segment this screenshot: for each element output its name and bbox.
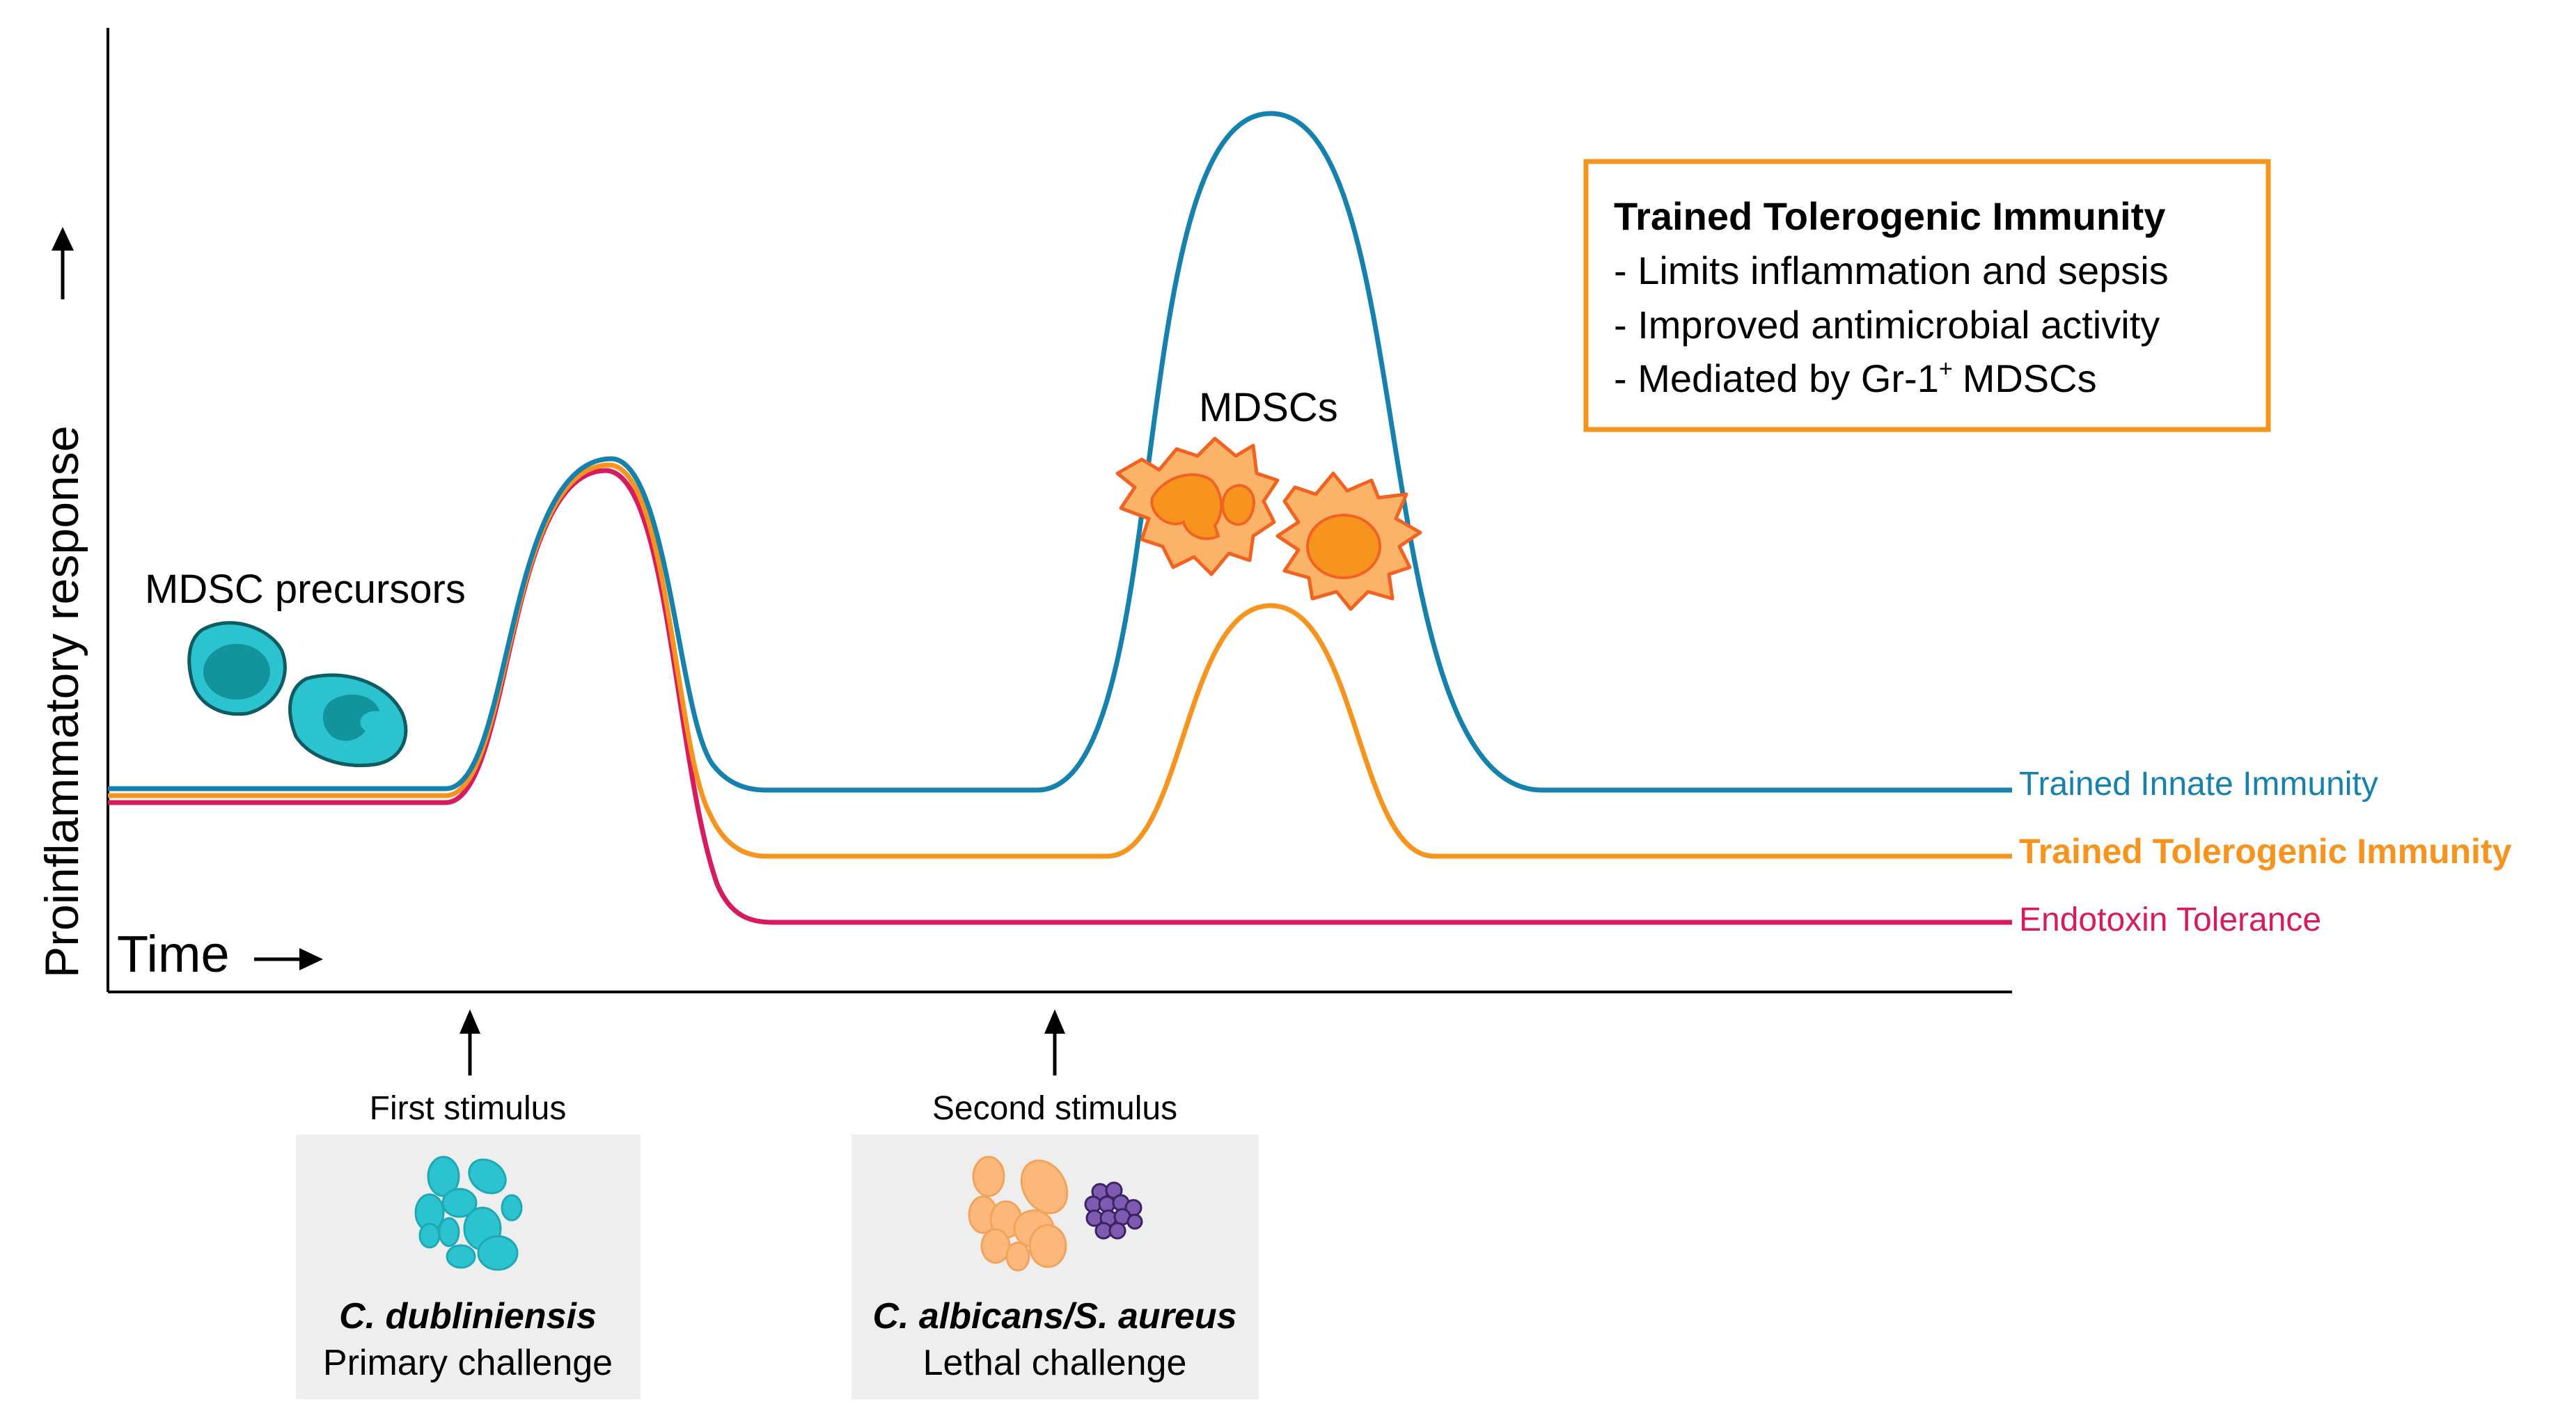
first-stimulus-label: First stimulus bbox=[370, 1090, 567, 1127]
y-axis-label: Proinflammatory response bbox=[36, 425, 88, 978]
curve-trained-tolerogenic-immunity bbox=[108, 462, 2012, 859]
x-axis-label: Time bbox=[117, 925, 230, 983]
second-stimulus-challenge: Lethal challenge bbox=[923, 1343, 1187, 1383]
candida-albicans-icon bbox=[968, 1156, 1069, 1272]
mdsc-precursors-label: MDSC precursors bbox=[145, 567, 466, 612]
y-axis-arrow-icon bbox=[52, 227, 74, 299]
curve-label-trained-tolerogenic: Trained Tolerogenic Immunity bbox=[2019, 832, 2512, 871]
info-box-item-text: MDSCs bbox=[1963, 356, 2097, 400]
first-stimulus-arrow-icon bbox=[460, 1009, 480, 1075]
curve-label-endotoxin-tolerance: Endotoxin Tolerance bbox=[2019, 901, 2321, 938]
mdsc-cell-icon bbox=[1275, 471, 1422, 611]
second-stimulus-arrow-icon bbox=[1044, 1009, 1065, 1075]
candida-dubliniensis-icon bbox=[414, 1156, 523, 1271]
mdsc-precursor-cell-icon bbox=[187, 621, 287, 716]
mdsc-cell-icon bbox=[1115, 436, 1280, 576]
second-stimulus-organism: C. albicans/S. aureus bbox=[872, 1296, 1236, 1337]
info-box bbox=[1583, 159, 2271, 432]
second-stimulus-label: Second stimulus bbox=[932, 1090, 1177, 1127]
mdsc-precursor-cell-icon bbox=[288, 673, 408, 768]
mdsc-label: MDSCs bbox=[1199, 385, 1338, 430]
first-stimulus-challenge: Primary challenge bbox=[323, 1343, 613, 1383]
curve-trained-innate-immunity bbox=[108, 111, 2012, 793]
x-axis-arrow-icon bbox=[254, 948, 323, 970]
superscript-plus: + bbox=[1939, 356, 1953, 382]
first-stimulus-organism: C. dubliniensis bbox=[339, 1296, 597, 1337]
curve-label-trained-innate: Trained Innate Immunity bbox=[2019, 766, 2378, 803]
staphylococcus-aureus-icon bbox=[1084, 1181, 1143, 1240]
info-box-title: Trained Tolerogenic Immunity bbox=[1614, 194, 2165, 238]
info-box-item: - Mediated by Gr-1+ MDSCs bbox=[1614, 356, 2097, 400]
info-box-item: - Limits inflammation and sepsis bbox=[1614, 249, 2169, 292]
info-box-item: - Improved antimicrobial activity bbox=[1614, 303, 2160, 347]
info-box-item-text: - Mediated by Gr-1 bbox=[1614, 356, 1939, 400]
